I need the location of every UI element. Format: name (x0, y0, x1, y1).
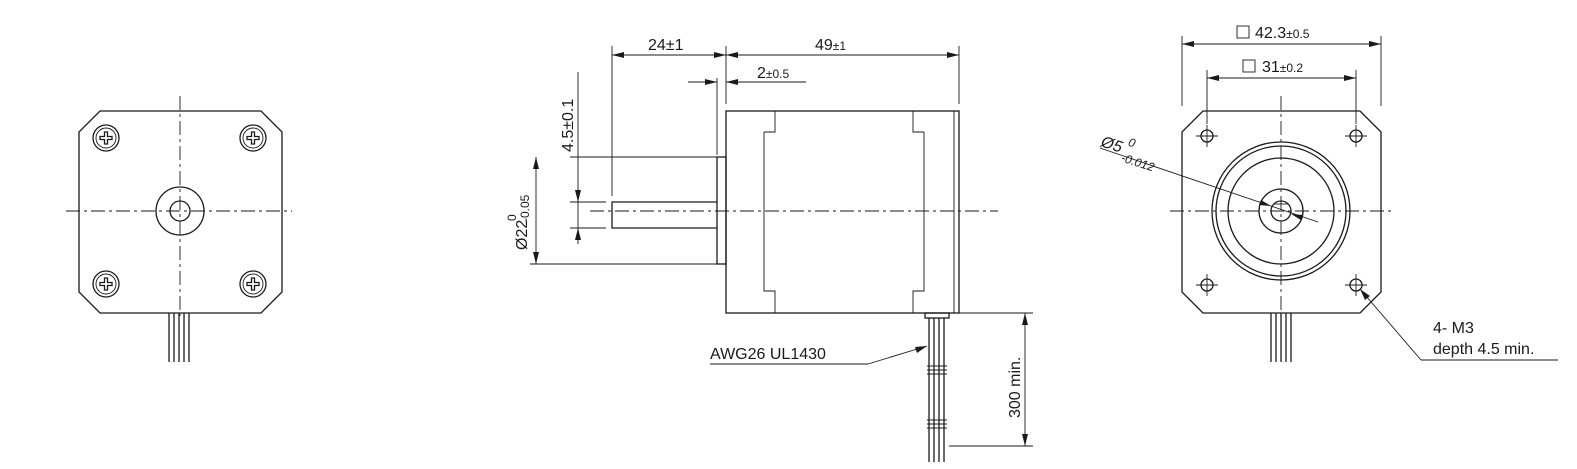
dimension-flat-depth: 4.5±0.1 (560, 72, 717, 244)
boss-diameter-upper-tol: 0 (505, 214, 519, 221)
motor-body-outline (1181, 110, 1382, 314)
hole-spacing-label: 31±0.2 (1262, 59, 1303, 76)
boss-ring (1215, 145, 1347, 277)
shaft (611, 201, 717, 229)
flat-depth-label: 4.5±0.1 (560, 99, 577, 152)
dimension-flange-thickness: 2±0.5 (688, 65, 806, 155)
wire-spec-callout: AWG26 UL1430 (710, 345, 928, 365)
front-shaft (1270, 200, 1292, 222)
mount-holes-callout: 4- M3 depth 4.5 min. (1359, 288, 1558, 361)
front-view: 42.3±0.5 31±0.2 Ø5 0 -0.012 (1098, 25, 1558, 362)
mount-hole-icon (1195, 273, 1219, 297)
dimension-boss-diameter: Ø22 0 -0.05 (505, 157, 717, 265)
motor-body-outline (78, 110, 283, 314)
body-square-label: 42.3±0.5 (1255, 25, 1310, 42)
lead-length-label: 300 min. (1007, 357, 1024, 418)
lead-wires (927, 318, 947, 462)
boss-diameter-label: Ø22 (514, 220, 531, 250)
rear-boss (155, 186, 205, 236)
back-view (66, 96, 292, 362)
wire-spec-label: AWG26 UL1430 (710, 346, 826, 363)
mount-holes-label-1: 4- M3 (1433, 320, 1474, 337)
boss-diameter-lower-tol: -0.05 (518, 194, 532, 222)
screw-icon (239, 124, 267, 152)
dimension-shaft-length: 24±1 (611, 37, 960, 196)
lead-exit (924, 312, 950, 319)
lead-wires (1270, 313, 1292, 362)
square-symbol-icon (1242, 59, 1256, 73)
bearing (1258, 188, 1304, 234)
mount-hole-icon (1344, 124, 1368, 148)
rear-shaft (169, 200, 191, 222)
dimension-body-square: 42.3±0.5 (1181, 25, 1382, 106)
shaft-diameter-upper-tol: 0 (1127, 135, 1138, 150)
boss-outer (1211, 141, 1351, 281)
motor-body (725, 110, 960, 314)
dimension-hole-spacing: 31±0.2 (1206, 59, 1357, 124)
flange-thickness-label: 2±0.5 (757, 65, 790, 82)
square-symbol-icon (1236, 25, 1250, 39)
body-length-label: 49±1 (815, 37, 846, 54)
dimension-body-length: 49±1 (726, 37, 959, 58)
mount-hole-icon (1195, 124, 1219, 148)
lead-wires (168, 313, 190, 362)
shaft-diameter-lower-tol: -0.012 (1119, 151, 1156, 175)
flange-boss (716, 156, 727, 265)
shaft-diameter-label: Ø5 (1098, 133, 1125, 156)
boss-inner (1227, 157, 1335, 265)
mount-holes-label-2: depth 4.5 min. (1433, 341, 1534, 358)
side-view: 24±1 49±1 2±0.5 4.5±0.1 (505, 37, 1033, 462)
screw-icon (239, 270, 267, 298)
screw-icon (92, 270, 120, 298)
shaft-length-label: 24±1 (648, 37, 684, 54)
dimension-lead-length: 300 min. (949, 312, 1033, 447)
screw-icon (92, 124, 120, 152)
